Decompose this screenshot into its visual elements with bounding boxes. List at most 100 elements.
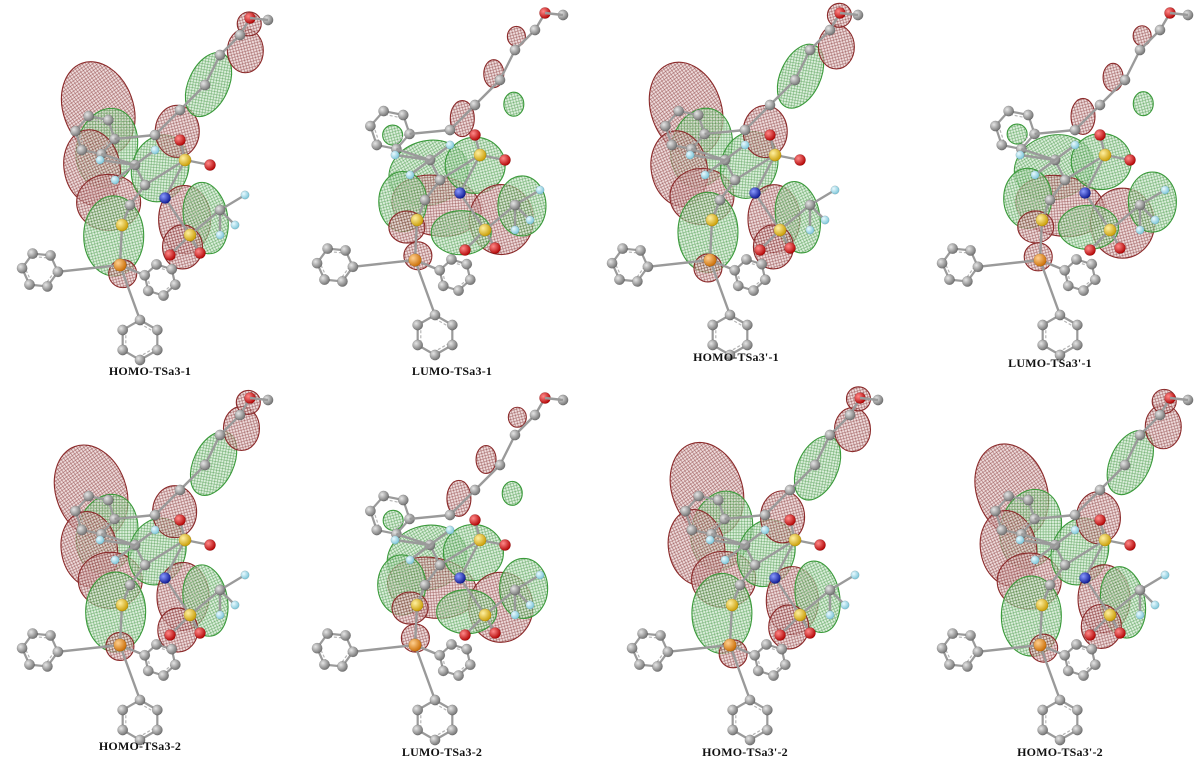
carbon-atom [151, 638, 162, 650]
chain-bond [203, 54, 222, 86]
oxygen-atom [174, 134, 186, 146]
orbital-lobe-negative [1017, 210, 1055, 244]
carbon-atom [1044, 194, 1056, 206]
chain-bond [179, 84, 206, 111]
p-s-bond [708, 219, 714, 261]
carbon-atom [461, 643, 473, 655]
oxygen-atom [469, 514, 481, 526]
carbon-atom [124, 579, 136, 591]
carbon-atom [734, 579, 746, 591]
oxygen-atom [1094, 514, 1106, 526]
phenyl-bottom-aromatic-bond [1059, 727, 1075, 737]
carbon-atom [24, 279, 35, 291]
carbon-atom [686, 524, 698, 536]
phosphorus-atom [408, 638, 422, 652]
oxygen-atom [1084, 244, 1096, 256]
carbon-atom [1069, 124, 1081, 136]
carbon-atom [139, 269, 151, 281]
bond [753, 154, 777, 194]
carbon-atom [679, 505, 691, 517]
carbon-atom [779, 659, 791, 671]
fluorine-atom [390, 150, 400, 160]
p-phenyl-bond [413, 644, 437, 701]
carbon-atom [1134, 584, 1146, 596]
fluorine-atom [1150, 215, 1160, 225]
bond [1083, 539, 1107, 579]
carbon-atom [169, 659, 181, 671]
carbon-atom [749, 649, 761, 661]
phenyl-upper-aromatic-bond [394, 132, 407, 146]
carbon-atom [446, 704, 458, 716]
carbon-atom [1022, 109, 1034, 121]
carbon-atom [707, 339, 719, 351]
bond [773, 539, 797, 579]
carbon-atom [117, 724, 129, 736]
orbital-lobe-negative [391, 591, 429, 625]
carbon-atom [434, 559, 446, 571]
carbon-atom [1089, 659, 1101, 671]
carbon-atom [117, 324, 129, 336]
phenyl-upper-aromatic-bond [1019, 517, 1032, 531]
carbon-atom [214, 204, 226, 216]
carbon-atom [961, 276, 973, 287]
carbon-atom [139, 559, 151, 571]
carbon-atom [102, 114, 114, 126]
carbon-atom [412, 339, 424, 351]
panel-label: HOMO-TSa3'-2 [702, 745, 788, 759]
carbon-atom [234, 29, 246, 41]
p-phenyl-bond [118, 644, 142, 701]
carbon-atom [1134, 44, 1146, 56]
oxygen-atom [804, 627, 816, 639]
phenyl-upper-aromatic-bond [688, 511, 695, 528]
carbon-atom [429, 694, 441, 706]
carbon-atom [744, 694, 756, 706]
chain-bond [203, 434, 222, 466]
carbon-atom [1037, 704, 1049, 716]
oxygen-atom [814, 539, 826, 551]
carbon-atom [319, 274, 330, 286]
bond [189, 589, 221, 616]
fluorine-atom [405, 555, 415, 565]
carbon-atom [1037, 319, 1049, 331]
bond [799, 589, 831, 616]
carbon-atom [169, 279, 181, 291]
phenyl-bottom-aromatic-bond [139, 347, 155, 357]
carbon-atom [1062, 280, 1074, 292]
phenyl-upper-aromatic-bond [699, 498, 716, 504]
carbon-atom [142, 285, 154, 297]
oxygen-atom [489, 242, 501, 254]
carbon-atom [434, 264, 446, 276]
orbital-lobe-positive [430, 210, 492, 256]
phosphorus-atom [113, 258, 127, 272]
carbon-atom [961, 661, 973, 672]
panel-label: HOMO-TSa3-1 [108, 364, 192, 378]
carbon-atom [469, 484, 481, 496]
phenyl-bottom-aromatic-bond [139, 323, 155, 333]
phenyl-upper-aromatic-bond [394, 517, 407, 531]
orbital-lobe-positive [1132, 91, 1154, 117]
orbital-panel-7 [626, 386, 884, 746]
carbon-atom [494, 459, 506, 471]
phenyl-bottom-aromatic-bond [729, 318, 745, 328]
chain-bond [764, 489, 791, 516]
carbon-atom [1037, 724, 1049, 736]
bond [1084, 577, 1111, 616]
carbon-atom [761, 724, 773, 736]
carbon-atom [340, 629, 351, 641]
carbon-atom [1003, 490, 1015, 502]
p-phenyl-bond [57, 643, 121, 653]
carbon-atom [494, 74, 506, 86]
carbon-atom [83, 110, 95, 122]
carbon-atom [1094, 484, 1106, 496]
carbon-atom [336, 661, 348, 672]
fluorine-atom [405, 170, 415, 180]
carbon-atom [996, 524, 1008, 536]
phenyl-bottom-aromatic-bond [434, 318, 450, 328]
phenyl-upper-aromatic-bond [373, 511, 380, 528]
sulfur-atom [788, 533, 802, 547]
carbon-atom [804, 44, 816, 56]
chain-bond [859, 396, 879, 402]
chain-bond [704, 128, 746, 136]
fluorine-atom [1015, 150, 1025, 160]
chain-bond [789, 464, 816, 491]
